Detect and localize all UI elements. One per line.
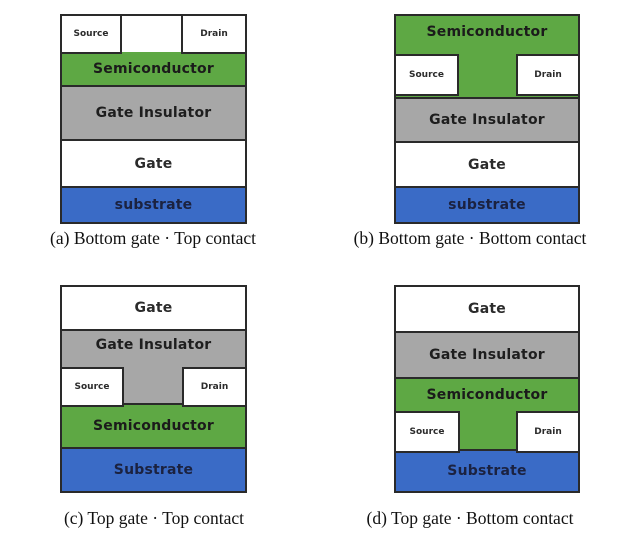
diagram-c: Gate Gate Insulator Semiconductor Substr… xyxy=(60,285,247,493)
gate-layer: Gate xyxy=(62,287,245,331)
gate-insulator-layer: Gate Insulator xyxy=(396,99,578,143)
drain-contact: Drain xyxy=(182,367,247,407)
diagram-a: Semiconductor Gate Insulator Gate substr… xyxy=(60,14,247,224)
caption-d: (d) Top gate · Bottom contact xyxy=(366,508,574,528)
source-contact: Source xyxy=(60,14,122,54)
gate-insulator-layer: Gate Insulator xyxy=(396,333,578,379)
gate-insulator-layer: Gate Insulator xyxy=(62,87,245,141)
drain-contact: Drain xyxy=(516,411,580,453)
source-contact: Source xyxy=(60,367,124,407)
diagram-d: Gate Gate Insulator Semiconductor Substr… xyxy=(394,285,580,493)
gate-layer: Gate xyxy=(62,141,245,188)
substrate-layer: substrate xyxy=(62,188,245,222)
semiconductor-layer: Semiconductor xyxy=(62,405,245,449)
substrate-layer: Substrate xyxy=(396,451,578,491)
source-contact: Source xyxy=(394,411,460,453)
gate-layer: Gate xyxy=(396,287,578,333)
drain-contact: Drain xyxy=(516,54,580,96)
gate-layer: Gate xyxy=(396,143,578,188)
drain-contact: Drain xyxy=(181,14,247,54)
diagram-b: Semiconductor Gate Insulator Gate substr… xyxy=(394,14,580,224)
substrate-layer: substrate xyxy=(396,188,578,222)
source-contact: Source xyxy=(394,54,459,96)
semiconductor-layer: Semiconductor xyxy=(62,52,245,87)
substrate-layer: Substrate xyxy=(62,449,245,491)
caption-b: (b) Bottom gate · Bottom contact xyxy=(353,228,587,248)
caption-a: (a) Bottom gate · Top contact xyxy=(50,228,256,248)
caption-c: (c) Top gate · Top contact xyxy=(63,508,245,528)
